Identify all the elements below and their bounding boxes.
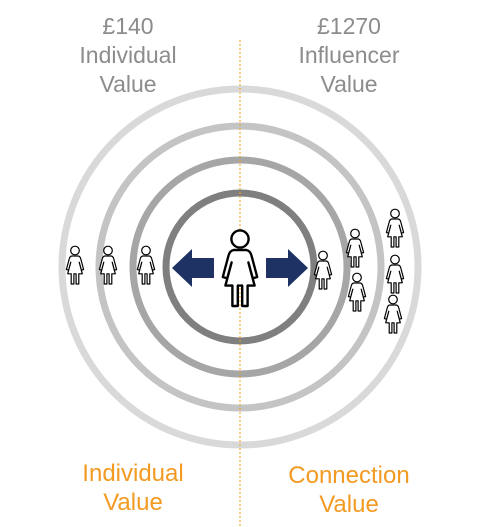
- influencer-amount: £1270: [317, 13, 381, 39]
- individual-amount: £140: [102, 13, 154, 39]
- person-icon: [65, 245, 85, 285]
- person-icon: [313, 250, 333, 290]
- influencer-value-line2: Value: [320, 71, 378, 97]
- right-arrow-icon: [266, 249, 308, 287]
- person-icon: [385, 208, 405, 248]
- person-icon: [383, 294, 403, 334]
- central-person-icon: [221, 229, 259, 308]
- connection-value-caption: Connection Value: [249, 461, 449, 519]
- individual-caption-line1: Individual: [82, 460, 184, 487]
- individual-value-caption: Individual Value: [33, 459, 233, 517]
- individual-value-line2: Value: [99, 71, 157, 97]
- left-arrow-icon: [172, 249, 214, 287]
- influencer-value-label: £1270 Influencer Value: [259, 12, 439, 99]
- person-icon: [385, 254, 405, 294]
- influencer-value-line1: Influencer: [298, 42, 400, 68]
- person-icon: [136, 245, 156, 285]
- individual-value-label: £140 Individual Value: [38, 12, 218, 99]
- connection-caption-line2: Value: [319, 491, 379, 518]
- person-icon: [347, 272, 367, 312]
- individual-caption-line2: Value: [103, 489, 163, 516]
- individual-value-line1: Individual: [79, 42, 177, 68]
- connection-caption-line1: Connection: [288, 462, 410, 489]
